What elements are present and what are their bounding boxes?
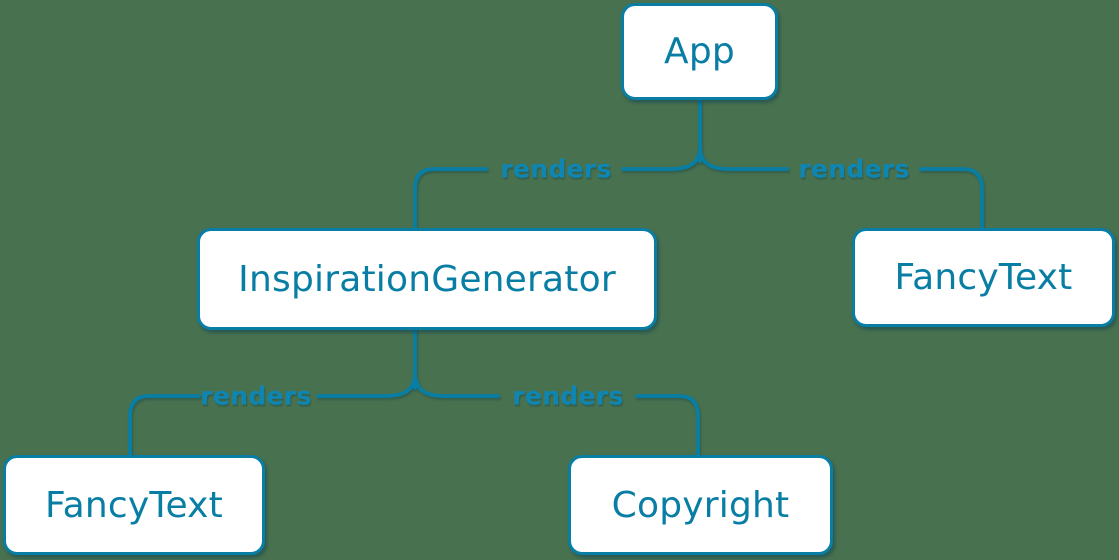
edge-app-to-inspirationgenerator-end (413, 167, 488, 231)
node-copyright: Copyright (568, 455, 833, 555)
edge-app-to-inspirationgenerator (621, 144, 702, 171)
edge-inspirationgenerator-to-fancytext (316, 370, 417, 398)
edge-inspirationgenerator-to-fancytext-end (128, 394, 201, 459)
node-fancy-text-top: FancyText (852, 228, 1115, 327)
node-inspiration-generator: InspirationGenerator (197, 228, 657, 330)
edge-app-to-fancytext-end (919, 167, 984, 231)
edge-inspirationgenerator-to-copyright (413, 370, 500, 398)
edge-label-app-fancytext: renders (798, 154, 910, 184)
edge-inspirationgenerator-to-copyright-end (635, 394, 700, 459)
edge-app-to-fancytext (698, 144, 789, 171)
edge-label-inspirationgenerator-copyright: renders (512, 381, 624, 411)
edge-label-app-inspirationgenerator: renders (500, 154, 612, 184)
node-fancy-text-bottom: FancyText (3, 455, 265, 555)
node-app: App (621, 3, 778, 100)
edge-label-inspirationgenerator-fancytext: renders (200, 381, 312, 411)
